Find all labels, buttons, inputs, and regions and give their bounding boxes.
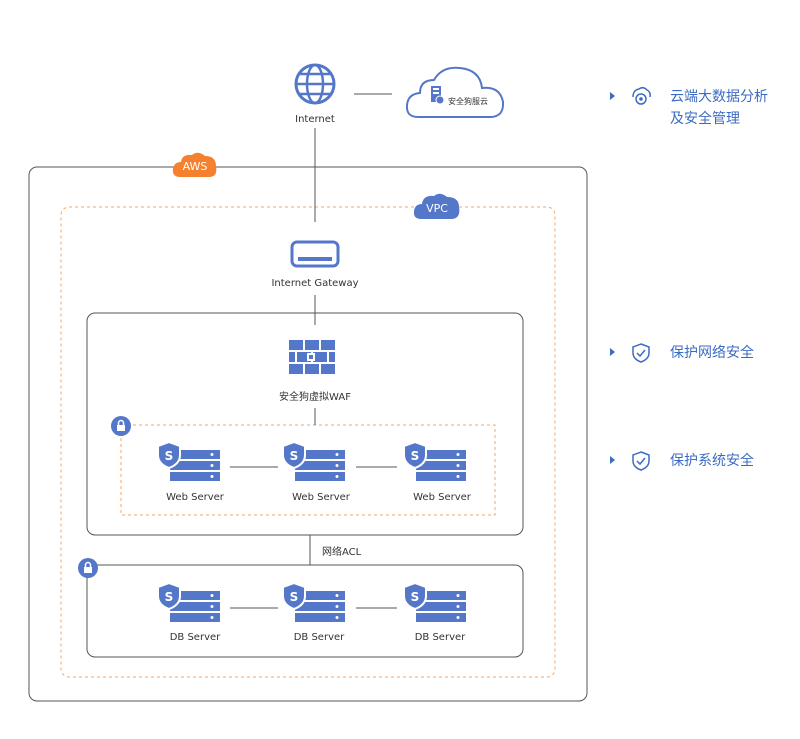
svg-text:S: S (290, 449, 299, 463)
svg-text:S: S (165, 449, 174, 463)
shield-check-icon (630, 450, 652, 479)
db-server-label: DB Server (293, 632, 345, 643)
svg-text:S: S (411, 590, 420, 604)
side-item-cloud-analysis: 云端大数据分析 及安全管理 (610, 86, 790, 130)
web-server-icon: S (402, 440, 468, 484)
side-item-network-security: 保护网络安全 (610, 342, 790, 364)
side-item-line1: 云端大数据分析 (670, 89, 768, 105)
lock-icon (111, 416, 131, 436)
vpc-label: VPC (426, 202, 448, 215)
caret-right-icon (610, 348, 615, 356)
web-server-label: Web Server (413, 492, 471, 503)
web-server-label: Web Server (166, 492, 224, 503)
svg-text:S: S (411, 449, 420, 463)
svg-text:S: S (165, 590, 174, 604)
caret-right-icon (610, 92, 615, 100)
web-server-icon: S (281, 440, 347, 484)
gateway-icon (290, 240, 340, 270)
svg-text:S: S (290, 590, 299, 604)
waf-zone-box (86, 312, 524, 536)
db-server-icon: S (156, 581, 222, 625)
side-item-label: 保护系统安全 (670, 453, 754, 469)
side-item-line2: 及安全管理 (670, 111, 740, 127)
globe-icon (293, 62, 337, 106)
web-server-icon: S (156, 440, 222, 484)
vpc-badge: VPC (413, 192, 461, 220)
db-server-label: DB Server (169, 632, 221, 643)
firewall-icon (289, 340, 335, 376)
web-server-group-box (120, 424, 496, 516)
db-server-icon: S (281, 581, 347, 625)
db-zone-box (86, 564, 524, 658)
cloud-label: 安全狗服云 (448, 97, 488, 106)
waf-label: 安全狗虚拟WAF (279, 392, 351, 403)
web-server-label: Web Server (292, 492, 350, 503)
side-item-label: 保护网络安全 (670, 345, 754, 361)
aws-boundary (28, 166, 588, 702)
gear-shield-icon (630, 86, 652, 115)
caret-right-icon (610, 456, 615, 464)
acl-label: 网络ACL (322, 547, 362, 558)
db-server-icon: S (402, 581, 468, 625)
shield-check-icon (630, 342, 652, 371)
internet-label: Internet (295, 114, 335, 125)
side-item-system-security: 保护系统安全 (610, 450, 790, 472)
gateway-label: Internet Gateway (271, 278, 359, 289)
db-server-label: DB Server (414, 632, 466, 643)
lock-icon (78, 558, 98, 578)
aws-badge: AWS (172, 152, 218, 178)
vpc-boundary (60, 206, 556, 678)
cloud-icon (404, 62, 508, 122)
aws-label: AWS (182, 160, 208, 173)
